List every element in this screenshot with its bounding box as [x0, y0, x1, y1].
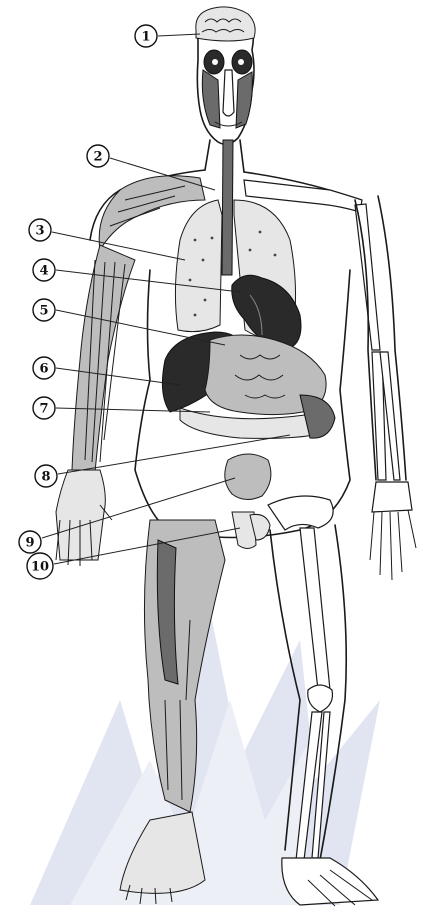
svg-text:4: 4 — [39, 264, 48, 279]
svg-text:5: 5 — [39, 304, 48, 319]
muscular-hand — [56, 470, 112, 566]
genital — [232, 512, 270, 549]
esophagus — [222, 140, 233, 275]
skeletal-hand — [370, 482, 416, 580]
svg-text:3: 3 — [35, 224, 44, 239]
face — [202, 50, 252, 128]
brain — [196, 7, 255, 41]
svg-text:2: 2 — [93, 150, 102, 165]
svg-text:10: 10 — [31, 560, 49, 575]
svg-text:1: 1 — [141, 30, 150, 45]
svg-text:7: 7 — [39, 402, 48, 417]
svg-text:6: 6 — [39, 362, 48, 377]
bladder — [225, 454, 271, 500]
muscular-arm — [56, 245, 135, 566]
svg-text:9: 9 — [25, 536, 34, 551]
pelvis — [268, 496, 333, 530]
svg-text:8: 8 — [41, 470, 50, 485]
callout-1: 1 — [135, 25, 200, 47]
